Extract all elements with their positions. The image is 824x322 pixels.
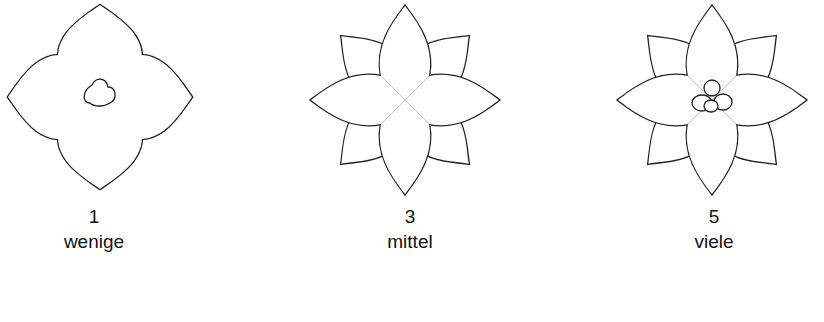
four-petal-flower bbox=[8, 5, 192, 189]
eight-petal-flower bbox=[278, 0, 533, 227]
score-number: 3 bbox=[405, 206, 416, 229]
score-label: mittel bbox=[387, 231, 432, 254]
stamens bbox=[692, 80, 732, 112]
score-number: 5 bbox=[709, 206, 720, 229]
score-number: 1 bbox=[89, 206, 100, 229]
score-label: viele bbox=[694, 231, 733, 254]
eight-petal-flower bbox=[585, 0, 824, 227]
stamen bbox=[84, 79, 115, 106]
score-label: wenige bbox=[64, 231, 124, 254]
